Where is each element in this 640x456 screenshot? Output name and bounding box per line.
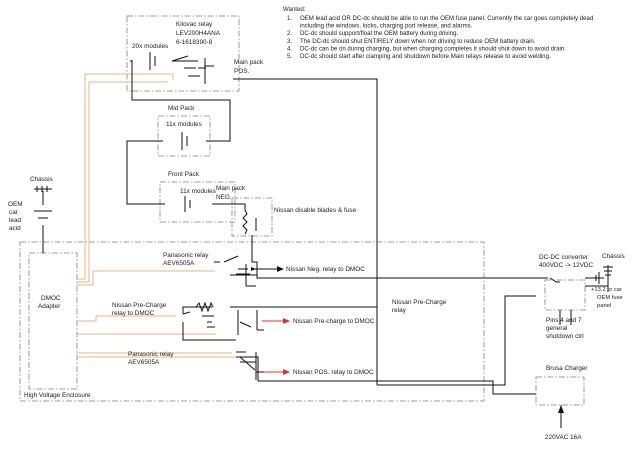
- component-labels: 20x modules Kilovac relay LEV200H4ANA 6-…: [8, 21, 625, 441]
- chassis-symbols: [34, 186, 613, 292]
- note-line: DC-dc can be on during charging, but whe…: [300, 45, 566, 52]
- note-number: 4.: [287, 45, 292, 52]
- precharge-resistor: [195, 301, 214, 313]
- label-ac-input: 220VAC 16A: [545, 434, 582, 441]
- label-dmoc-2: Adapter: [38, 303, 61, 310]
- label-main-pack-pos-1: Main pack: [234, 59, 264, 66]
- label-oem-4: acid: [9, 225, 21, 232]
- mid-pack-enclosure: [157, 115, 211, 157]
- battery-oem-lead-acid: [34, 210, 52, 219]
- label-chassis-left: Chassis: [30, 176, 53, 183]
- control-wires: [77, 73, 240, 358]
- notes-list: 1. OEM lead acid OR DC-dc should be able …: [287, 15, 593, 60]
- nissan-precharge-contact: [182, 310, 239, 335]
- signal-arrows: [262, 266, 564, 413]
- label-front-pack-modules: 11x modules: [180, 188, 216, 195]
- label-kilovac-1: Kilovac relay: [176, 21, 213, 28]
- label-panasonic-bottom-1: Panasonic relay: [128, 351, 174, 358]
- label-panasonic-bottom-2: AEV6505A: [128, 359, 160, 366]
- label-fuse-panel-1: +13.2 to car: [591, 287, 622, 293]
- label-dmoc-1: DMOC: [41, 295, 61, 302]
- nissan-precharge-relay-contact: [239, 310, 264, 331]
- nissan-disable-fuse: [242, 209, 257, 235]
- note-number: 5.: [287, 53, 292, 60]
- label-panasonic-top-2: AEV6505A: [163, 260, 195, 267]
- note-line: DC-dc should start after clamping and sh…: [300, 53, 551, 60]
- label-nissan-disable: Nissan disable blades & fuse: [274, 207, 357, 214]
- battery-mid-pack: [181, 132, 188, 150]
- chassis-left-symbol: [34, 186, 52, 192]
- label-oem-3: lead: [9, 217, 22, 224]
- label-kilovac-2: LEV200H4ANA: [176, 30, 221, 37]
- note-number: 2.: [287, 30, 292, 37]
- label-nissan-neg-relay: Nissan Neg. relay to DMOC: [286, 266, 365, 273]
- kilovac-relay-enclosure: [126, 15, 240, 92]
- label-20x-modules: 20x modules: [132, 43, 168, 50]
- brusa-charger-box: [535, 376, 585, 406]
- label-mid-pack: Mid Pack: [168, 105, 195, 112]
- label-precharge-right-2: relay: [392, 307, 407, 314]
- battery-front-pack: [184, 196, 191, 212]
- label-chassis-right: Chassis: [602, 253, 625, 260]
- dcdc-output-line: [585, 272, 604, 284]
- panasonic-relay-top: [214, 255, 270, 287]
- label-panasonic-top-1: Panasonic relay: [163, 252, 209, 259]
- label-mid-pack-modules: 11x modules: [166, 121, 202, 128]
- note-line: The DC-dc should shut ENTIRELY down when…: [300, 38, 536, 45]
- requirements-notes: Wanted: 1. OEM lead acid OR DC-dc should …: [283, 6, 593, 60]
- label-kilovac-3: 6-1618390-8: [176, 39, 213, 46]
- label-pins-3: shutdown ctrl: [546, 333, 584, 340]
- label-main-pack-neg-2: NEG.: [216, 194, 232, 201]
- arrow-neg-relay: [270, 266, 284, 272]
- label-brusa: Brusa Charger: [546, 365, 588, 372]
- dcdc-converter-box: [544, 279, 586, 311]
- note-line: including the windows, locks, charging p…: [300, 23, 473, 30]
- front-pack-enclosure: [159, 181, 236, 223]
- label-oem-2: car: [9, 209, 19, 216]
- note-number: 1.: [287, 15, 292, 22]
- label-pins-1: Pins 4 and 7: [546, 317, 582, 324]
- label-precharge-right-1: Nissan Pre-Charge: [392, 299, 447, 306]
- label-fuse-panel-2: OEM fuse: [597, 295, 623, 301]
- label-dcdc-1: DC-DC converter: [539, 254, 589, 261]
- label-precharge-dmoc: Nissan Pre-charge to DMOC: [293, 318, 375, 325]
- power-wires: [42, 60, 608, 428]
- label-dcdc-2: 400VDC -> 12VDC: [539, 262, 594, 269]
- arrow-precharge-red: [262, 318, 290, 324]
- label-hv-enclosure: High Voltage Enclosure: [24, 392, 91, 399]
- relay-symbols: [171, 55, 560, 380]
- dcdc-relay-contacts: [536, 277, 560, 283]
- label-nissan-pos-relay: Nissan POS. relay to DMOC: [293, 369, 374, 376]
- label-main-pack-neg-1: Main pack: [216, 185, 246, 192]
- label-pins-2: general: [546, 325, 567, 332]
- label-fuse-panel-3: panel: [597, 303, 611, 309]
- note-line: OEM lead acid OR DC-dc should be able to…: [300, 15, 593, 22]
- notes-heading: Wanted:: [283, 6, 306, 13]
- arrow-pos-relay-red: [264, 369, 290, 375]
- panasonic-relay-bottom: [236, 351, 264, 380]
- note-line: DC-dc should support/float the OEM batte…: [300, 30, 458, 37]
- dmoc-adapter-box: [28, 252, 78, 390]
- kilovac-contact: [171, 55, 214, 84]
- label-main-pack-pos-2: POS.: [234, 68, 249, 75]
- chassis-right-symbol: [603, 265, 613, 292]
- label-precharge-left-1: Nissan Pre-Charge: [112, 302, 167, 309]
- label-precharge-left-2: relay to DMOC: [112, 310, 155, 317]
- battery-symbols: [34, 52, 191, 219]
- battery-20x: [149, 52, 156, 70]
- note-number: 3.: [287, 38, 292, 45]
- label-front-pack: Front Pack: [168, 171, 200, 178]
- label-oem-1: OEM: [8, 201, 23, 208]
- arrow-ac-input: [558, 405, 564, 413]
